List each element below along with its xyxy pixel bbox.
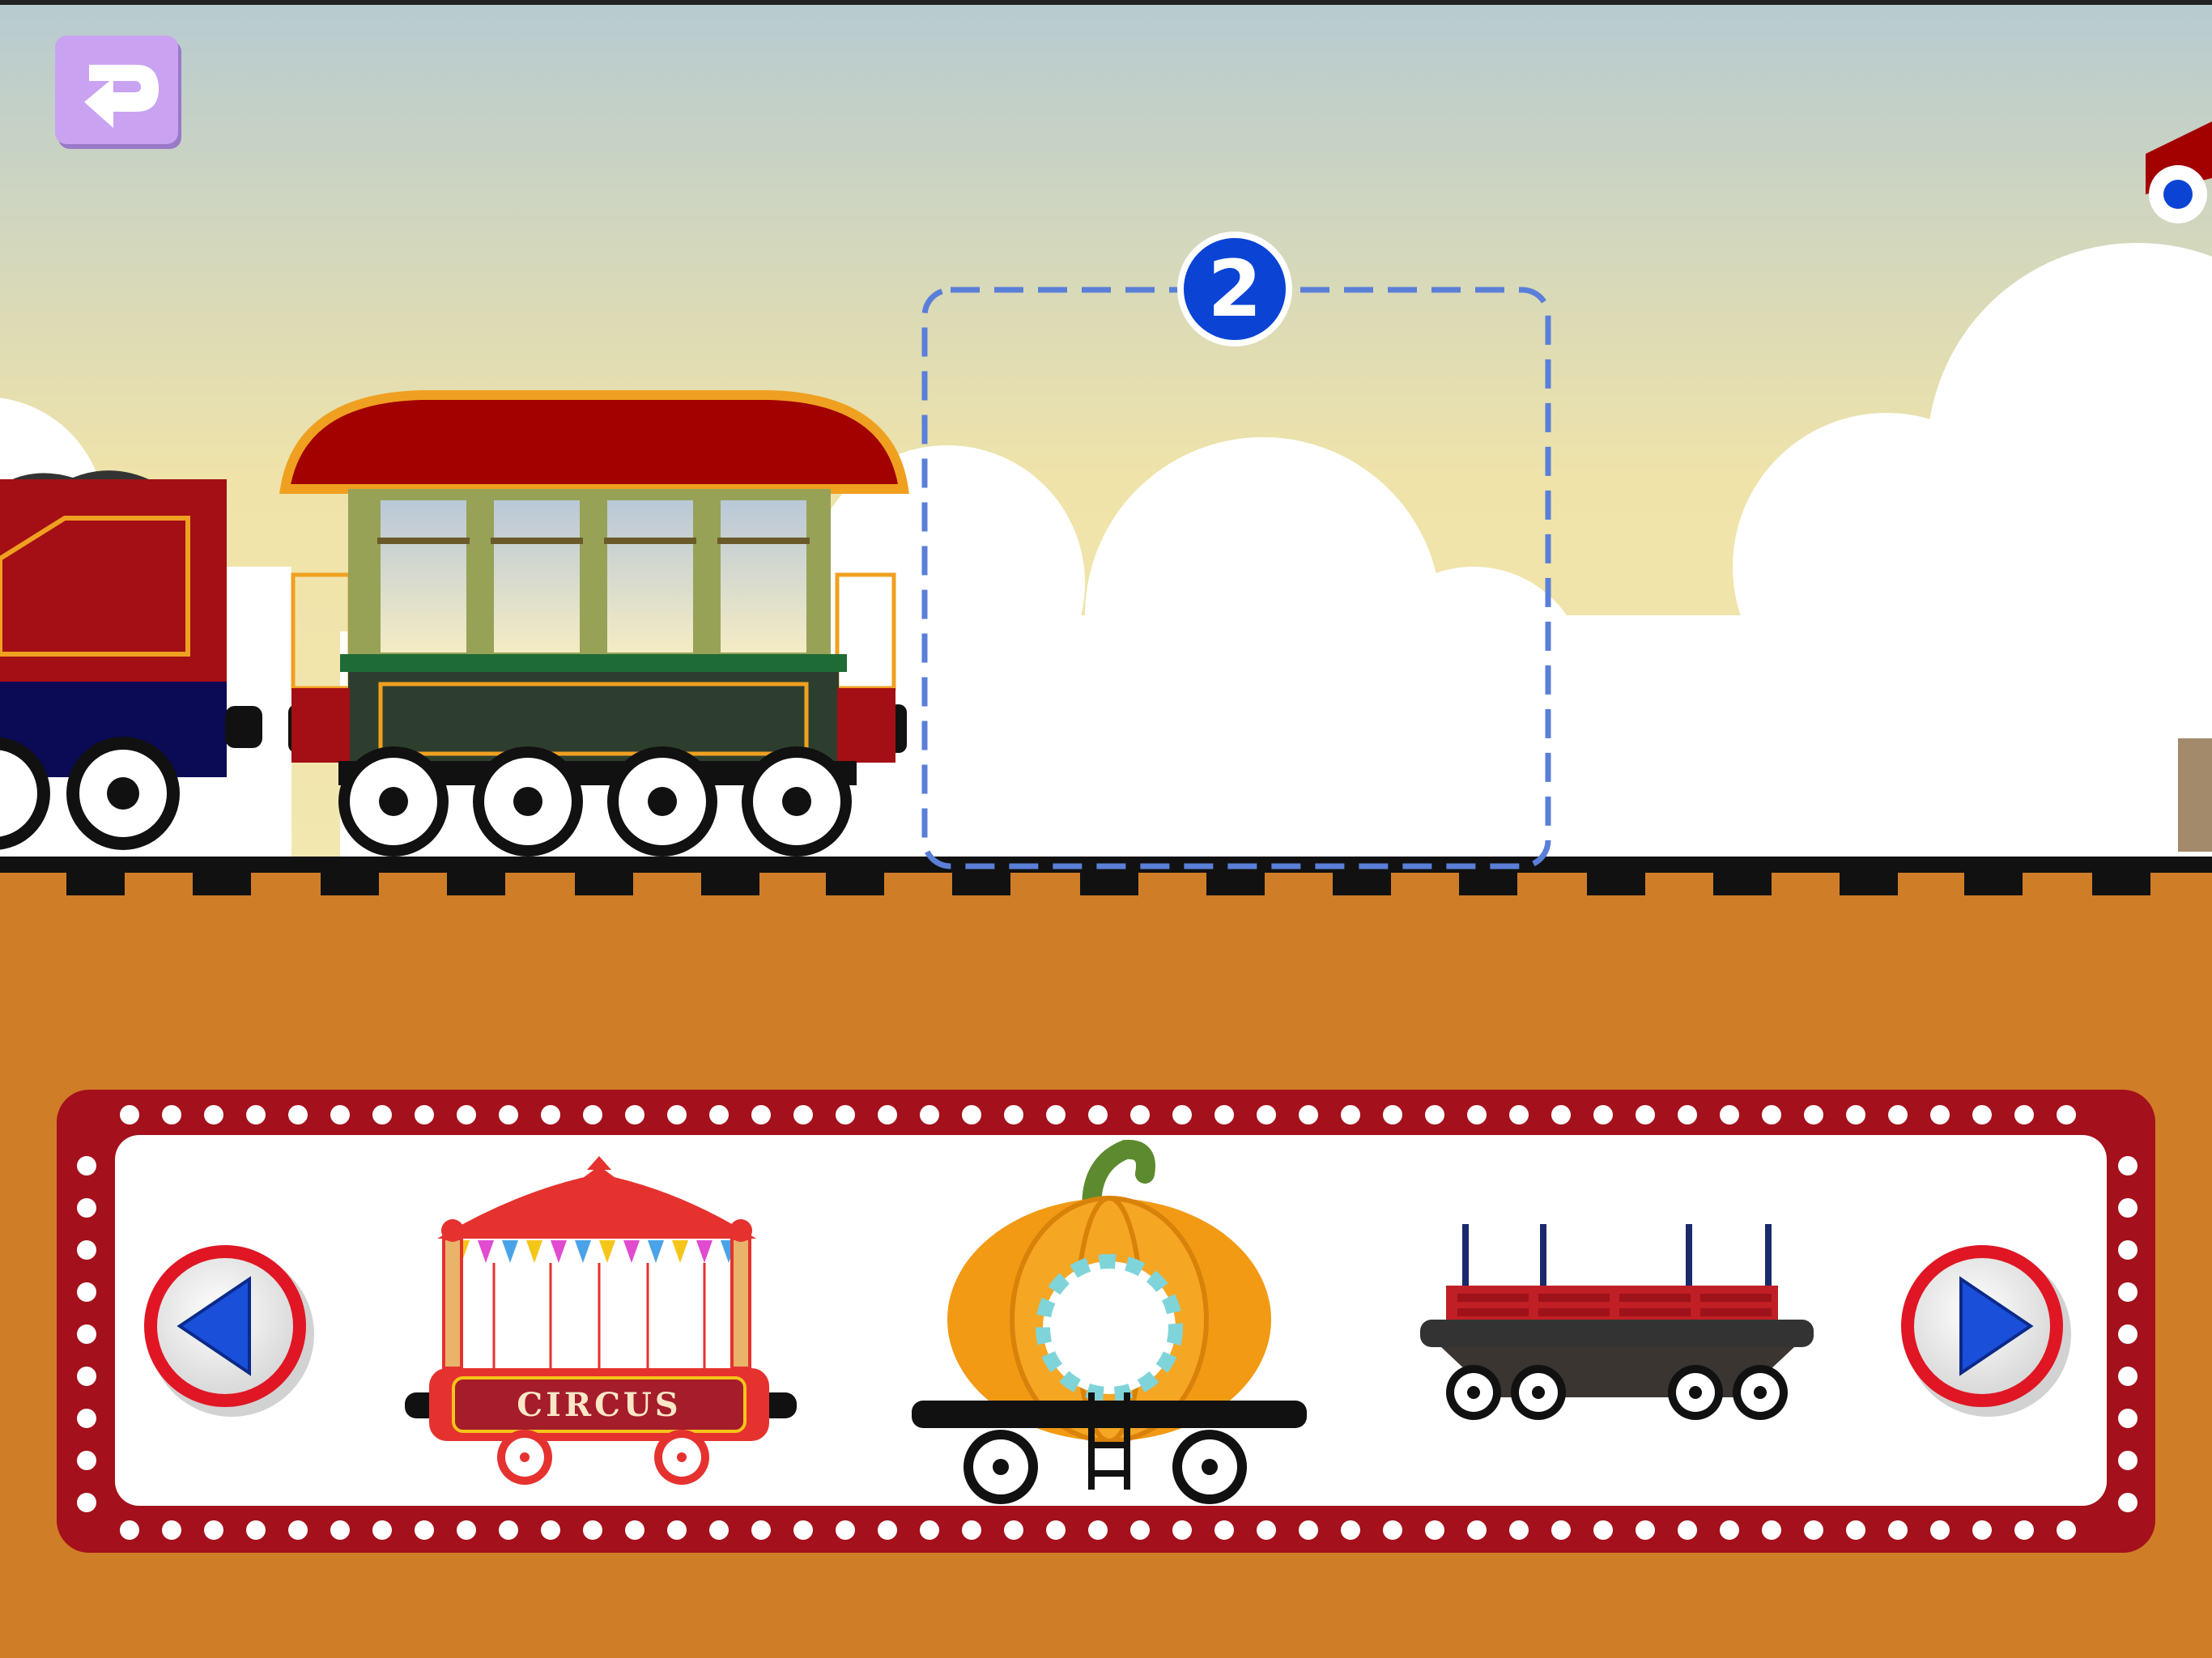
- partial-car-right: [2146, 121, 2212, 852]
- triangle-right-icon: [1959, 1276, 2034, 1376]
- circus-car-wheels: [497, 1430, 709, 1485]
- locomotive-tender: [0, 470, 262, 850]
- circus-car-option[interactable]: [405, 1156, 797, 1485]
- passenger-car: [279, 390, 909, 857]
- back-button-graphic: [55, 36, 181, 149]
- tender-wheel: [0, 737, 50, 850]
- flatbed-car-wheels: [1446, 1365, 1788, 1420]
- triangle-left-icon: [177, 1276, 251, 1376]
- marquee-lights: [77, 1105, 2138, 1540]
- tender-wheel: [66, 737, 180, 850]
- pumpkin-car-wheels: [963, 1430, 1247, 1504]
- return-arrow-icon: [84, 65, 159, 128]
- back-button[interactable]: [55, 36, 183, 151]
- pumpkin-car-option[interactable]: [912, 1139, 1307, 1504]
- flatbed-car-option[interactable]: [1420, 1224, 1814, 1420]
- sleepers: [66, 873, 2150, 895]
- previous-button[interactable]: [144, 1245, 314, 1417]
- passenger-wheels: [338, 746, 852, 857]
- slot-number-badge: [1177, 232, 1292, 346]
- next-button[interactable]: [1901, 1245, 2071, 1417]
